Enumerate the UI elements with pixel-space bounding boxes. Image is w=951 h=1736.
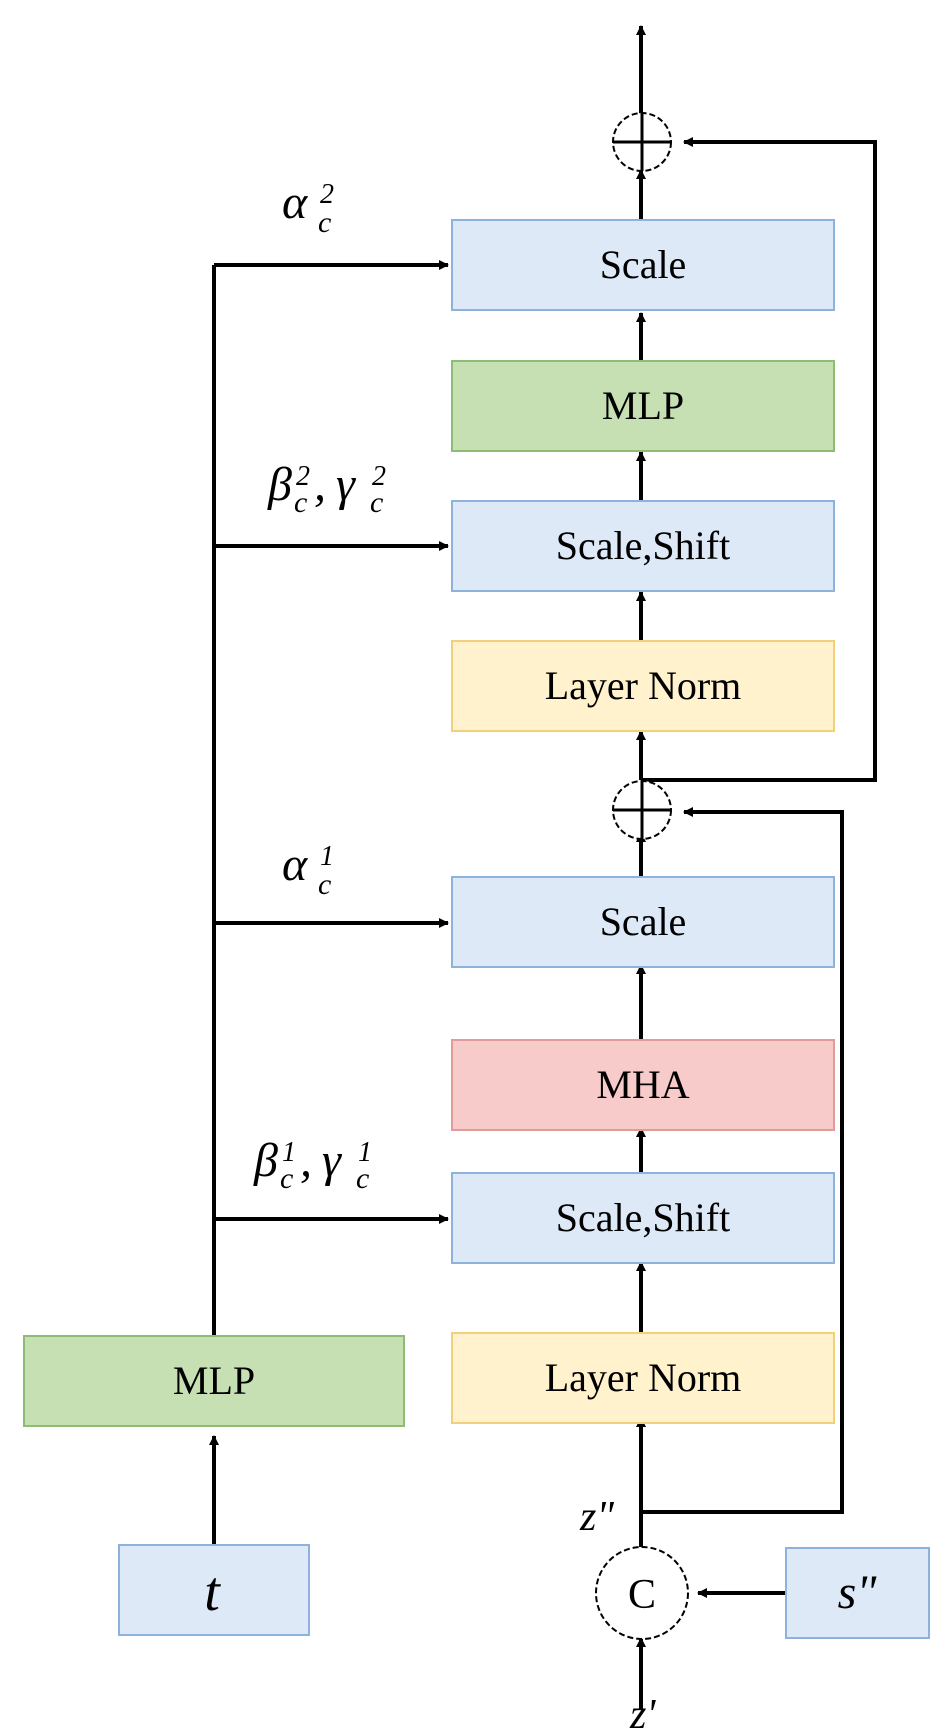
beta1-sup: 1 (282, 1137, 296, 1168)
block-s-input: s" (785, 1547, 930, 1639)
block-layer-norm-top-label: Layer Norm (545, 663, 742, 708)
add-node-top (612, 112, 672, 172)
block-layer-norm-top: Layer Norm (451, 640, 835, 732)
alpha1-sup: 1 (320, 841, 334, 872)
gamma1-sup: 1 (358, 1137, 372, 1168)
block-scale-bottom: Scale (451, 876, 835, 968)
block-scale-top-label: Scale (600, 242, 687, 287)
label-alpha2: α 2 c (282, 176, 334, 239)
add-node-bottom (612, 780, 672, 840)
label-beta-gamma2: β 2 c , γ 2 c (267, 458, 386, 519)
alpha2-base: α (282, 176, 308, 229)
residual-path-1 (641, 807, 844, 1514)
concat-label: C (628, 1572, 656, 1618)
comma1: , (300, 1134, 312, 1187)
gamma2-sup: 2 (372, 461, 386, 492)
t-input-label: t (204, 1561, 221, 1623)
concat-node: C (595, 1546, 689, 1640)
comma2: , (314, 458, 326, 511)
alpha2-sub: c (318, 206, 331, 239)
block-scale-bottom-label: Scale (600, 899, 687, 944)
alpha2-sup: 2 (320, 179, 334, 210)
block-t-input: t (118, 1544, 310, 1636)
block-mha: MHA (451, 1039, 835, 1131)
block-mlp-left-label: MLP (173, 1358, 255, 1403)
block-mlp-top-label: MLP (602, 383, 684, 428)
beta1-sub: c (280, 1162, 293, 1195)
beta2-sup: 2 (296, 461, 310, 492)
z-prime-label: z' (629, 1692, 656, 1736)
block-mlp-top: MLP (451, 360, 835, 452)
beta1-base: β (253, 1134, 278, 1187)
s-input-label: s" (838, 1566, 878, 1619)
gamma1-base: γ (322, 1134, 342, 1187)
alpha1-base: α (282, 838, 308, 891)
label-beta-gamma1: β 1 c , γ 1 c (253, 1134, 372, 1195)
z-double-prime-label: z" (579, 1494, 614, 1540)
block-mlp-left: MLP (23, 1335, 405, 1427)
block-scale-top: Scale (451, 219, 835, 311)
block-scale-shift-top: Scale,Shift (451, 500, 835, 592)
block-mha-label: MHA (596, 1062, 689, 1107)
residual-path-2 (641, 137, 877, 782)
alpha1-sub: c (318, 868, 331, 901)
block-scale-shift-bottom: Scale,Shift (451, 1172, 835, 1264)
beta2-base: β (267, 458, 292, 511)
gamma2-sub: c (370, 486, 383, 519)
beta2-sub: c (294, 486, 307, 519)
gamma1-sub: c (356, 1162, 369, 1195)
label-alpha1: α 1 c (282, 838, 334, 901)
gamma2-base: γ (336, 458, 356, 511)
block-layer-norm-bottom: Layer Norm (451, 1332, 835, 1424)
block-layer-norm-bottom-label: Layer Norm (545, 1355, 742, 1400)
connectors (209, 25, 877, 1710)
block-scale-shift-top-label: Scale,Shift (556, 523, 730, 568)
block-scale-shift-bottom-label: Scale,Shift (556, 1195, 730, 1240)
